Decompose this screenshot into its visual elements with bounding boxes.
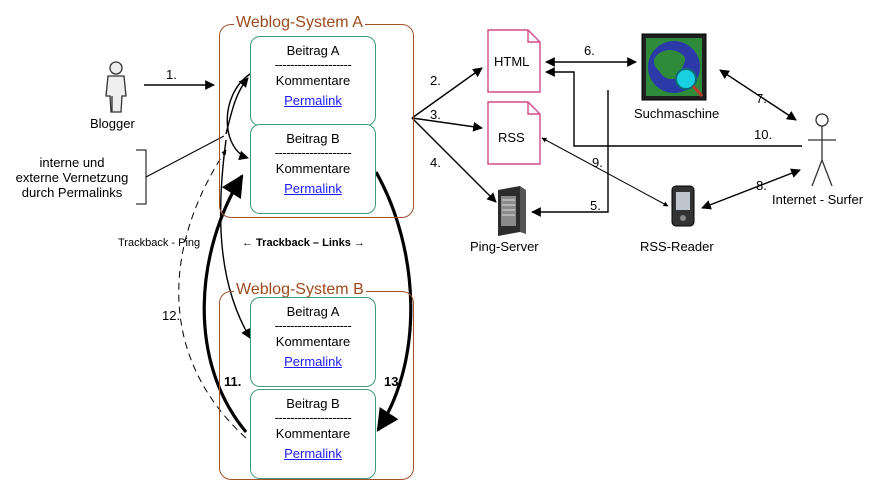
step-13-label: 13. [384,374,403,389]
vernetzung-bracket [136,135,225,205]
arrow-3 [411,117,483,132]
vernetzung-line-2: externe Vernetzung [15,170,129,185]
blogger-label: Blogger [90,116,135,131]
post-title: Beitrag B [286,131,340,146]
arrow-9 [541,137,669,207]
permalink-link[interactable]: Permalink [284,354,342,369]
rss-label: RSS [498,130,525,145]
trackback-ping-label: Trackback - Ping [118,237,201,249]
permalink-link[interactable]: Permalink [284,93,342,108]
post-title: Beitrag A [286,43,340,58]
ping-server-label: Ping-Server [470,239,539,254]
arrow-4 [411,117,497,203]
surfer-label: Internet - Surfer [772,192,864,207]
step-4-label: 4. [430,155,441,170]
arrow-13 [374,171,413,432]
rss-document-icon [487,101,541,165]
html-label: HTML [494,54,530,69]
step-1-label: 1. [166,67,177,82]
step-2-label: 2. [430,73,441,88]
arrow-8 [701,168,801,210]
post-divider: -------------------- [274,57,352,72]
step-8-label: 8. [756,178,767,193]
post-b-system-a: Beitrag B -------------------- Kommentar… [250,124,376,214]
post-a-system-a: Beitrag A -------------------- Kommentar… [250,36,376,126]
external-permalink-curve [219,139,251,339]
arrow-10 [545,67,802,147]
search-engine-icon [641,33,707,101]
html-document-icon [487,29,541,93]
vernetzung-line-1: interne und [39,155,105,170]
vernetzung-line-3: durch Permalinks [21,185,123,200]
arrow-7 [719,69,797,121]
post-comments-label: Kommentare [275,73,351,88]
weblog-system-a-title: Weblog-System A [234,14,365,32]
blogger-figure-icon [105,61,127,113]
permalink-link[interactable]: Permalink [284,446,342,461]
post-a-system-b: Beitrag A -------------------- Kommentar… [250,297,376,387]
rss-reader-label: RSS-Reader [640,239,714,254]
trackback-links-label: ← Trackback – Links → [242,237,365,249]
post-title: Beitrag A [286,304,340,319]
surfer-figure-icon [808,113,836,187]
post-divider: -------------------- [274,145,352,160]
permalink-link[interactable]: Permalink [284,181,342,196]
step-10-label: 10. [754,127,773,142]
ping-server-icon [498,186,526,236]
post-comments-label: Kommentare [275,161,351,176]
post-comments-label: Kommentare [275,334,351,349]
step-9-label: 9. [592,155,603,170]
post-divider: -------------------- [274,410,352,425]
permalink-link-b-curve [226,73,251,161]
rss-reader-icon [671,185,695,227]
weblog-system-a: Weblog-System A [219,14,414,218]
weblog-system-b: Weblog-System B [219,281,414,480]
weblog-system-b-title: Weblog-System B [234,281,366,299]
step-3-label: 3. [430,107,441,122]
step-6-label: 6. [584,43,595,58]
step-12-label: 12. [162,308,181,323]
post-title: Beitrag B [286,396,340,411]
post-comments-label: Kommentare [275,426,351,441]
step-11-label: 11. [224,374,242,389]
post-b-system-b: Beitrag B -------------------- Kommentar… [250,389,376,479]
arrow-2 [411,67,483,119]
post-divider: -------------------- [274,318,352,333]
vernetzung-note: interne und externe Vernetzung durch Per… [10,155,134,200]
step-7-label: 7. [756,91,767,106]
arrow-5 [531,90,609,217]
search-engine-label: Suchmaschine [634,106,720,121]
step-5-label: 5. [590,198,601,213]
